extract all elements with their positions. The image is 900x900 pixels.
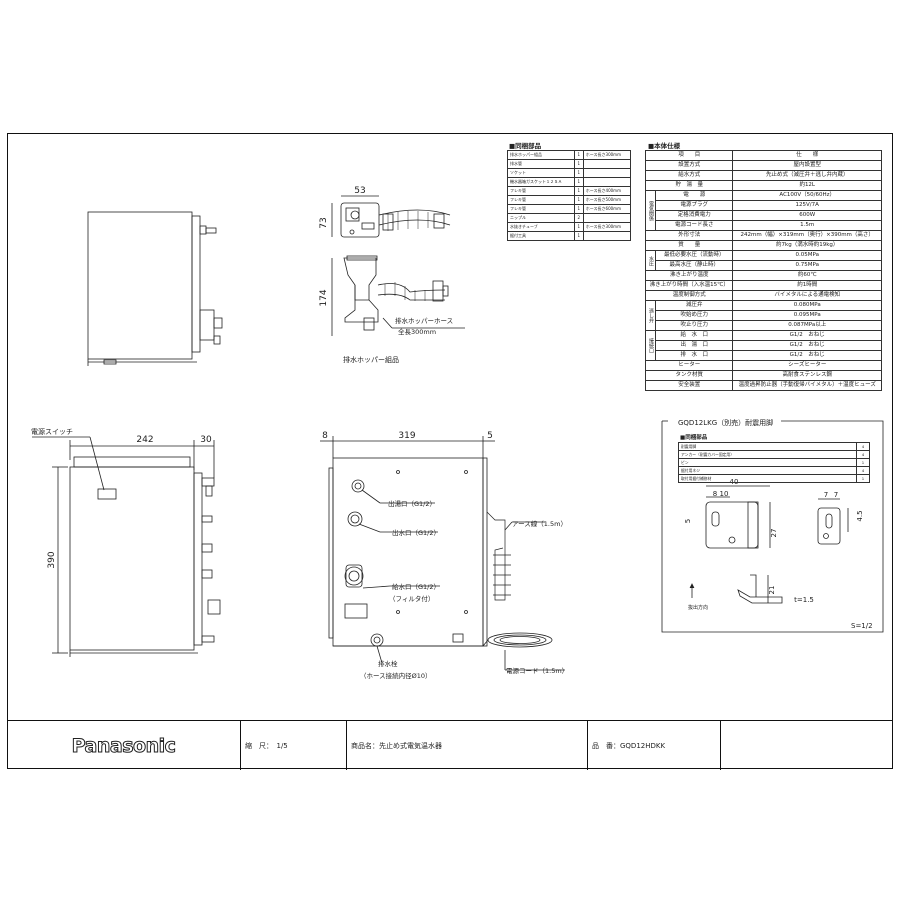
drain-plug bbox=[370, 633, 384, 647]
bracket-part-qty: 4 bbox=[856, 466, 870, 475]
spec-value: 温度過昇防止器（手動復帰バイメタル）＋温度ヒューズ bbox=[732, 380, 882, 391]
hopper-caption: 排水ホッパー組品 bbox=[343, 355, 399, 364]
bracket-part-qty: 1 bbox=[856, 458, 870, 467]
spec-row: 安全装置温度過昇防止器（手動復帰バイメタル）＋温度ヒューズ bbox=[644, 380, 882, 391]
product-cell: 商品名：先止め式電気温水器 bbox=[347, 721, 588, 770]
power-switch bbox=[97, 488, 117, 500]
bracket-part-qty: 4 bbox=[856, 450, 870, 459]
bracket-dim-4-5: 4.5 bbox=[856, 510, 864, 521]
inlet-port bbox=[344, 566, 364, 586]
bracket-side bbox=[817, 507, 841, 545]
bracket-part-row: アンカー（耐震カバー固定用）4 bbox=[678, 450, 870, 459]
outlet-port bbox=[351, 479, 365, 493]
bracket-thickness: t=1.5 bbox=[794, 596, 814, 604]
dim-73: 73 bbox=[319, 217, 329, 228]
accessory-name: 据付工具 bbox=[507, 231, 575, 241]
drawing-frame bbox=[7, 133, 893, 769]
dim-242: 242 bbox=[136, 435, 153, 445]
front-view-body bbox=[69, 466, 195, 651]
dim-8: 8 bbox=[322, 431, 328, 441]
bracket-dim-5: 5 bbox=[684, 519, 692, 523]
bracket-box bbox=[661, 420, 884, 633]
dim-390: 390 bbox=[47, 551, 57, 568]
power-cord-label: 電源コード（1.5m） bbox=[506, 666, 568, 675]
dim-319: 319 bbox=[398, 431, 415, 441]
bracket-dim-27: 27 bbox=[770, 529, 778, 538]
bracket-dim-7a: 7 bbox=[824, 491, 828, 499]
hopper-top bbox=[340, 202, 380, 238]
title-block: Panasonic 縮 尺： 1/5 商品名：先止め式電気温水器 品 番：GQD… bbox=[7, 720, 893, 770]
bracket-dim-10: 10 bbox=[720, 490, 729, 498]
filter-label: （フィルタ付） bbox=[389, 594, 434, 603]
product-name: 商品名：先止め式電気温水器 bbox=[351, 741, 442, 750]
specs-title: ■本体仕様 bbox=[648, 142, 681, 150]
bracket-front bbox=[705, 501, 759, 549]
bracket-parts-title: ■同梱部品 bbox=[680, 433, 708, 441]
power-switch-label: 電源スイッチ bbox=[31, 427, 73, 436]
accessories-title: ■同梱部品 bbox=[509, 142, 542, 150]
hopper-side bbox=[343, 257, 377, 301]
earth-wire-label: アース線（1.5m） bbox=[512, 519, 567, 528]
bracket-bottom bbox=[737, 589, 783, 604]
dim-30: 30 bbox=[200, 435, 212, 445]
drain-plug-note: （ホース接続内径Ø10） bbox=[360, 671, 432, 680]
spec-item: 安全装置 bbox=[644, 380, 734, 391]
bracket-part-name: 取付用据付補修材 bbox=[678, 474, 857, 483]
bracket-title: GQD12LKG（別売）耐震用脚 bbox=[678, 418, 773, 427]
bracket-direction-label: 抜出方向 bbox=[688, 604, 708, 611]
inlet-label: 給水口（G1/2） bbox=[392, 582, 440, 591]
specs-table: 項 目 仕 様 設置方式屋内設置型給水方式先止め式（減圧弁＋逃し弁内蔵）貯 湯 … bbox=[644, 150, 882, 391]
scale-cell: 縮 尺： 1/5 bbox=[241, 721, 347, 770]
drain-port-label: 出水口（G1/2） bbox=[392, 528, 440, 537]
bracket-part-qty: 4 bbox=[856, 442, 870, 451]
drain-port bbox=[347, 511, 363, 527]
bracket-part-name: アンカー（耐震カバー固定用） bbox=[678, 450, 857, 459]
bracket-part-name: 据付用ネジ bbox=[678, 466, 857, 475]
bracket-part-qty: 1 bbox=[856, 474, 870, 483]
brand-cell: Panasonic bbox=[7, 721, 241, 770]
bracket-dim-21: 21 bbox=[768, 586, 776, 595]
bracket-part-name: ピン bbox=[678, 458, 857, 467]
outlet-label: 出湯口（G1/2） bbox=[388, 499, 436, 508]
accessory-note bbox=[582, 231, 632, 241]
top-view-body bbox=[87, 211, 193, 360]
dim-53: 53 bbox=[354, 186, 365, 196]
dim-174: 174 bbox=[319, 289, 329, 306]
model-number: 品 番：GQD12HDKK bbox=[592, 741, 666, 750]
bracket-dim-8: 8 bbox=[713, 490, 717, 498]
blank-cell bbox=[721, 721, 893, 770]
bracket-part-name: 耐震用脚 bbox=[678, 442, 857, 451]
hopper-hose-label: 排水ホッパーホース bbox=[395, 316, 453, 325]
model-cell: 品 番：GQD12HDKK bbox=[588, 721, 721, 770]
hopper-hose-length: 全長300mm bbox=[398, 327, 436, 336]
drain-plug-label: 排水栓 bbox=[378, 659, 398, 668]
bracket-dim-7b: 7 bbox=[834, 491, 838, 499]
dim-5: 5 bbox=[487, 431, 493, 441]
panasonic-logo: Panasonic bbox=[71, 734, 176, 757]
scale-value: 縮 尺： 1/5 bbox=[245, 741, 288, 750]
bracket-scale: S=1/2 bbox=[851, 622, 873, 630]
